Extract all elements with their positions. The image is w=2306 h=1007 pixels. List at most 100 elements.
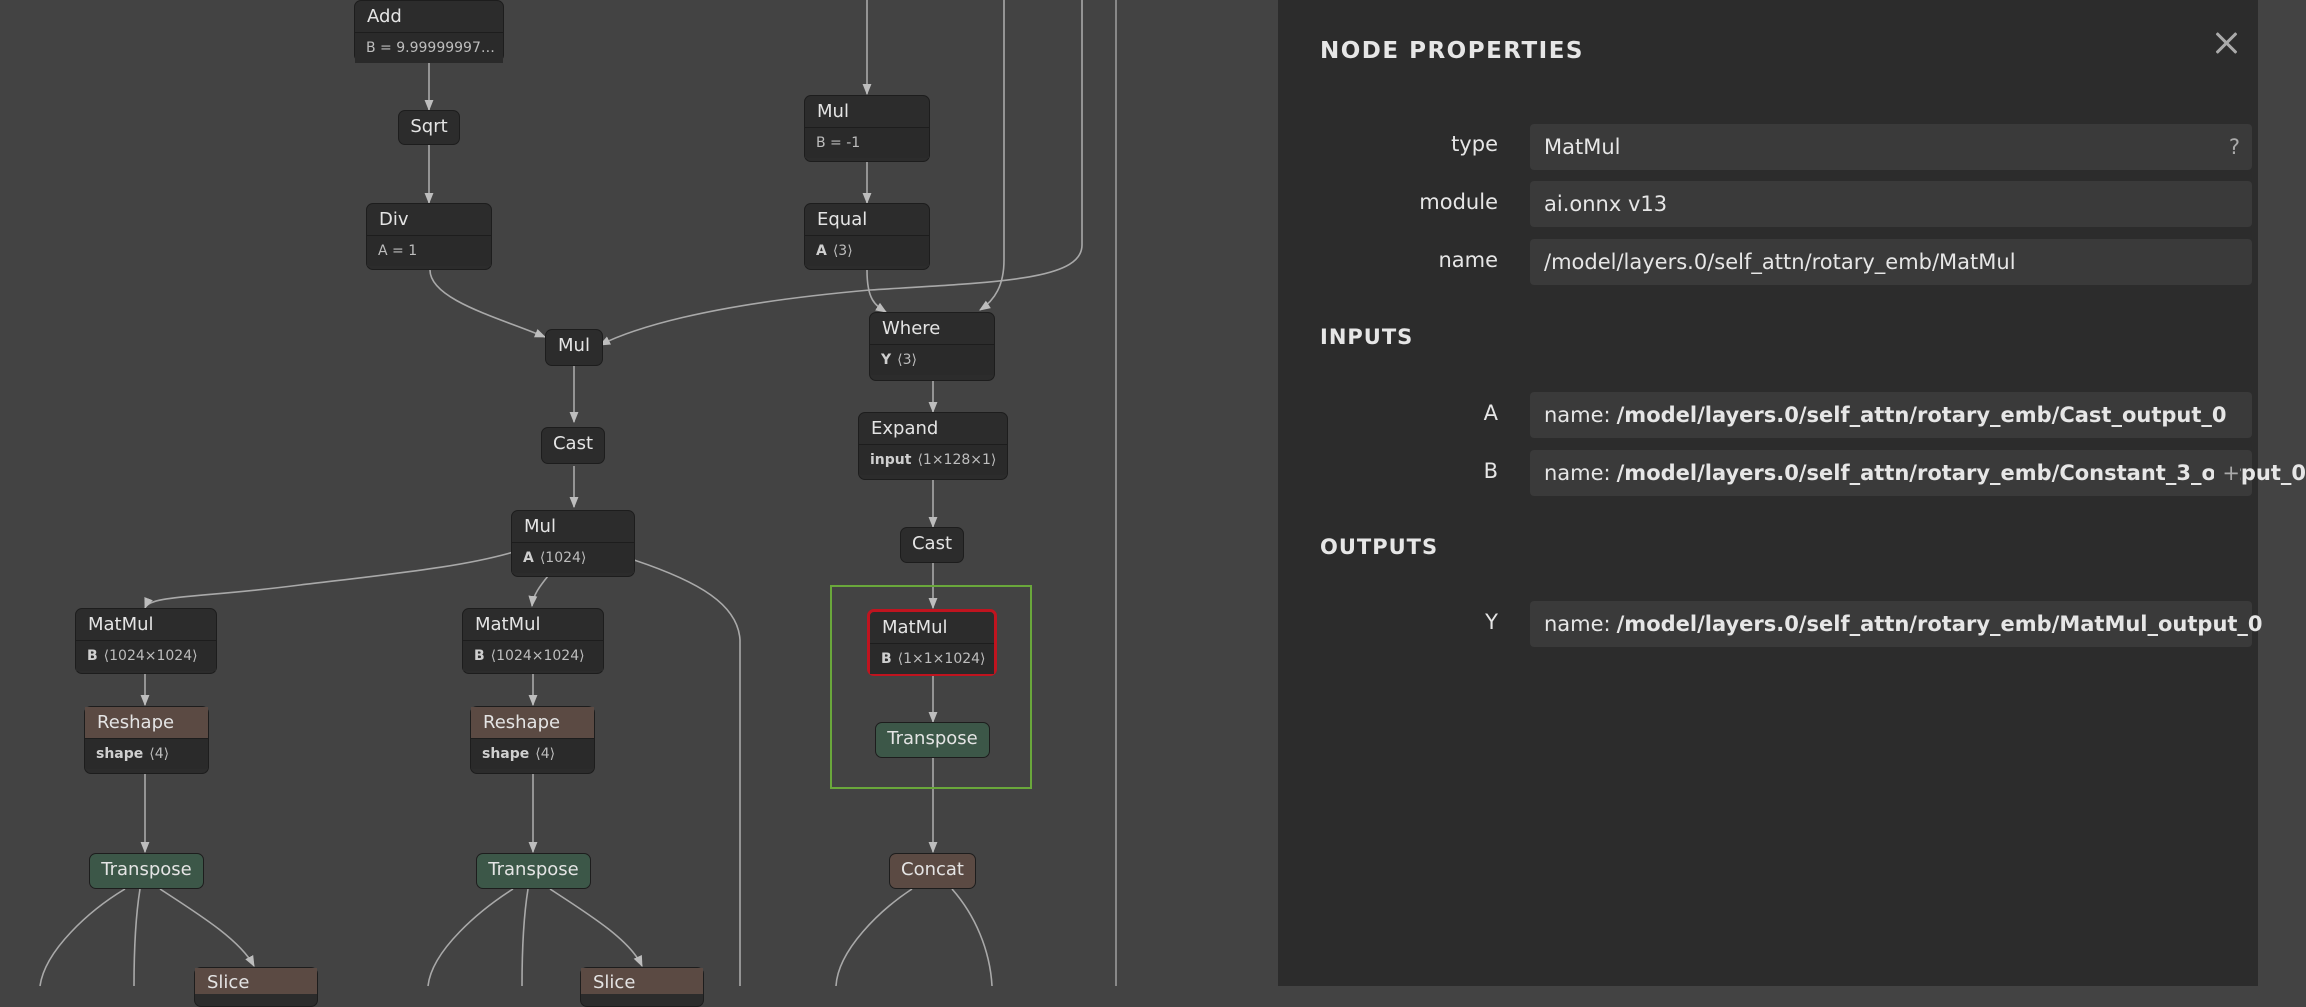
node-attribute: A⟨3⟩	[805, 235, 929, 266]
node-slice-left[interactable]: Slice	[194, 967, 318, 1007]
input-a-label: A	[1483, 401, 1498, 425]
node-attribute: B = -1	[805, 127, 929, 158]
attr-value: ⟨1×1×1024⟩	[897, 651, 986, 667]
subgraph-cluster	[830, 585, 1032, 789]
node-matmul-middle[interactable]: MatMul B⟨1024×1024⟩	[462, 608, 604, 674]
node-label: Expand	[871, 418, 939, 439]
node-attribute: A = 1	[367, 235, 491, 266]
name-field: /model/layers.0/self_attn/rotary_emb/Mat…	[1530, 239, 2252, 285]
module-field: ai.onnx v13	[1530, 181, 2252, 227]
node-mul-scale[interactable]: Mul A ⟨1024⟩	[511, 510, 635, 577]
output-y-field: name:/model/layers.0/self_attn/rotary_em…	[1530, 601, 2263, 647]
node-slice-middle[interactable]: Slice	[580, 967, 704, 1007]
node-label: Add	[367, 6, 402, 27]
output-y-value: /model/layers.0/self_attn/rotary_emb/Mat…	[1616, 612, 2263, 636]
output-y-label: Y	[1485, 610, 1498, 634]
node-matmul-left[interactable]: MatMul B⟨1024×1024⟩	[75, 608, 217, 674]
node-where[interactable]: Where Y ⟨3⟩	[869, 312, 995, 381]
close-icon[interactable]	[2210, 26, 2244, 60]
output-y-key: name:	[1544, 612, 1611, 636]
node-label: Concat	[901, 859, 964, 880]
node-label: Transpose	[488, 859, 579, 880]
attr-value: ⟨4⟩	[535, 746, 556, 762]
graph-canvas[interactable]: Add B = 9.99999997… Sqrt Div A = 1 Mul B…	[0, 0, 1278, 1007]
outputs-heading: OUTPUTS	[1320, 535, 1439, 559]
attr-value: ⟨4⟩	[149, 746, 170, 762]
node-label: Slice	[195, 968, 317, 994]
input-a-value: /model/layers.0/self_attn/rotary_emb/Cas…	[1616, 403, 2227, 427]
name-value: /model/layers.0/self_attn/rotary_emb/Mat…	[1544, 250, 2016, 274]
node-label: Mul	[817, 101, 849, 122]
node-label: Cast	[911, 533, 953, 554]
input-a-field: name:/model/layers.0/self_attn/rotary_em…	[1530, 392, 2252, 438]
node-concat[interactable]: Concat	[889, 853, 976, 889]
name-label: name	[1438, 248, 1498, 272]
attr-key: shape	[482, 746, 530, 762]
node-reshape-left[interactable]: Reshape shape ⟨4⟩	[84, 706, 209, 774]
node-attribute: B⟨1024×1024⟩	[463, 640, 603, 671]
input-a-key: name:	[1544, 403, 1611, 427]
attr-key: B	[87, 648, 98, 664]
node-label: Transpose	[887, 728, 978, 749]
node-div[interactable]: Div A = 1	[366, 203, 492, 270]
help-icon[interactable]: ?	[2220, 124, 2240, 170]
module-value: ai.onnx v13	[1544, 192, 1668, 216]
panel-title: NODE PROPERTIES	[1320, 38, 1584, 64]
attr-key: input	[870, 452, 912, 468]
node-attribute: Y ⟨3⟩	[870, 344, 994, 375]
node-cast[interactable]: Cast	[541, 427, 605, 464]
node-label: MatMul	[882, 617, 948, 638]
attr-key: Y	[881, 352, 892, 368]
attr-value: ⟨1024⟩	[539, 550, 587, 566]
node-sqrt[interactable]: Sqrt	[398, 110, 460, 145]
type-label: type	[1451, 132, 1498, 156]
node-attribute: A ⟨1024⟩	[512, 542, 634, 573]
node-label: MatMul	[88, 614, 154, 635]
node-matmul-selected[interactable]: MatMul B ⟨1×1×1024⟩	[867, 609, 997, 676]
module-label: module	[1419, 190, 1498, 214]
attr-key: B	[474, 648, 485, 664]
node-attribute: B⟨1024×1024⟩	[76, 640, 216, 671]
node-reshape-middle[interactable]: Reshape shape ⟨4⟩	[470, 706, 595, 774]
node-mul[interactable]: Mul	[545, 329, 603, 366]
node-label: Mul	[558, 335, 590, 356]
attr-key: A	[816, 243, 827, 259]
node-label: Mul	[524, 516, 556, 537]
attr-value: ⟨1×128×1⟩	[917, 452, 997, 468]
node-attribute: input ⟨1×128×1⟩	[859, 444, 1007, 475]
node-label: Sqrt	[410, 116, 448, 137]
node-mul-neg[interactable]: Mul B = -1	[804, 95, 930, 162]
node-add[interactable]: Add B = 9.99999997…	[354, 0, 504, 63]
input-b-label: B	[1483, 459, 1498, 483]
type-field: MatMul ?	[1530, 124, 2252, 170]
node-transpose-middle[interactable]: Transpose	[476, 853, 591, 889]
input-b-value: /model/layers.0/self_attn/rotary_emb/Con…	[1616, 461, 2306, 485]
node-transpose-right[interactable]: Transpose	[875, 722, 990, 758]
node-properties-panel: NODE PROPERTIES type MatMul ? module ai.…	[1278, 0, 2306, 986]
node-equal[interactable]: Equal A⟨3⟩	[804, 203, 930, 270]
node-label: Cast	[552, 433, 594, 454]
node-label: Where	[882, 318, 941, 339]
node-label: Div	[379, 209, 409, 230]
type-value: MatMul	[1544, 135, 1621, 159]
input-b-field: name:/model/layers.0/self_attn/rotary_em…	[1530, 450, 2306, 496]
node-label: MatMul	[475, 614, 541, 635]
node-label: Reshape	[85, 707, 208, 738]
node-attribute: B = 9.99999997…	[355, 32, 503, 63]
attr-key: B	[881, 651, 892, 667]
node-cast-2[interactable]: Cast	[900, 527, 964, 563]
node-transpose-left[interactable]: Transpose	[89, 853, 204, 889]
node-attribute: B ⟨1×1×1024⟩	[870, 643, 994, 674]
attr-value: ⟨3⟩	[897, 352, 917, 368]
attr-key: A	[523, 550, 534, 566]
inputs-heading: INPUTS	[1320, 325, 1414, 349]
attr-key: shape	[96, 746, 144, 762]
node-label: Reshape	[471, 707, 594, 738]
expand-icon[interactable]: +	[2214, 450, 2240, 496]
node-attribute: shape ⟨4⟩	[85, 738, 208, 769]
node-label: Transpose	[101, 859, 192, 880]
node-expand[interactable]: Expand input ⟨1×128×1⟩	[858, 412, 1008, 480]
graph-edges	[39, 0, 1117, 987]
node-label: Equal	[817, 209, 868, 230]
node-label: Slice	[581, 968, 703, 994]
